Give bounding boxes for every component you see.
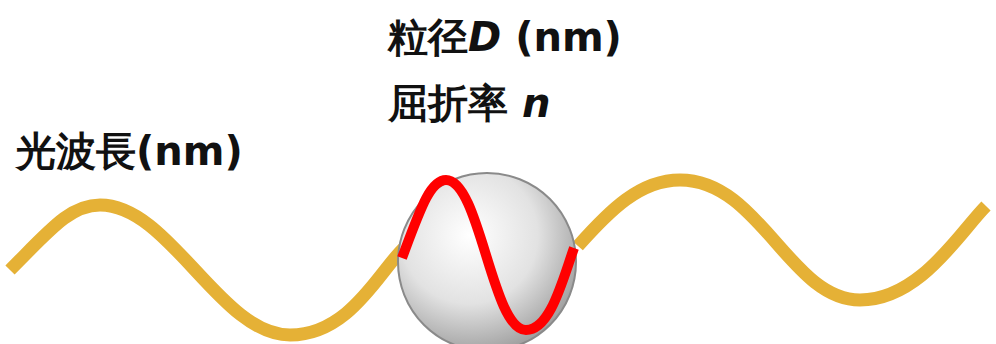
light-wave xyxy=(578,180,986,300)
particle-sphere xyxy=(398,173,576,344)
light-wave xyxy=(10,205,404,335)
label-text: 光波長(nm) xyxy=(16,128,243,174)
label-text: 粒径D (nm) xyxy=(388,14,622,60)
inner-wave xyxy=(402,180,574,330)
label-text: 屈折率 n xyxy=(388,80,550,126)
